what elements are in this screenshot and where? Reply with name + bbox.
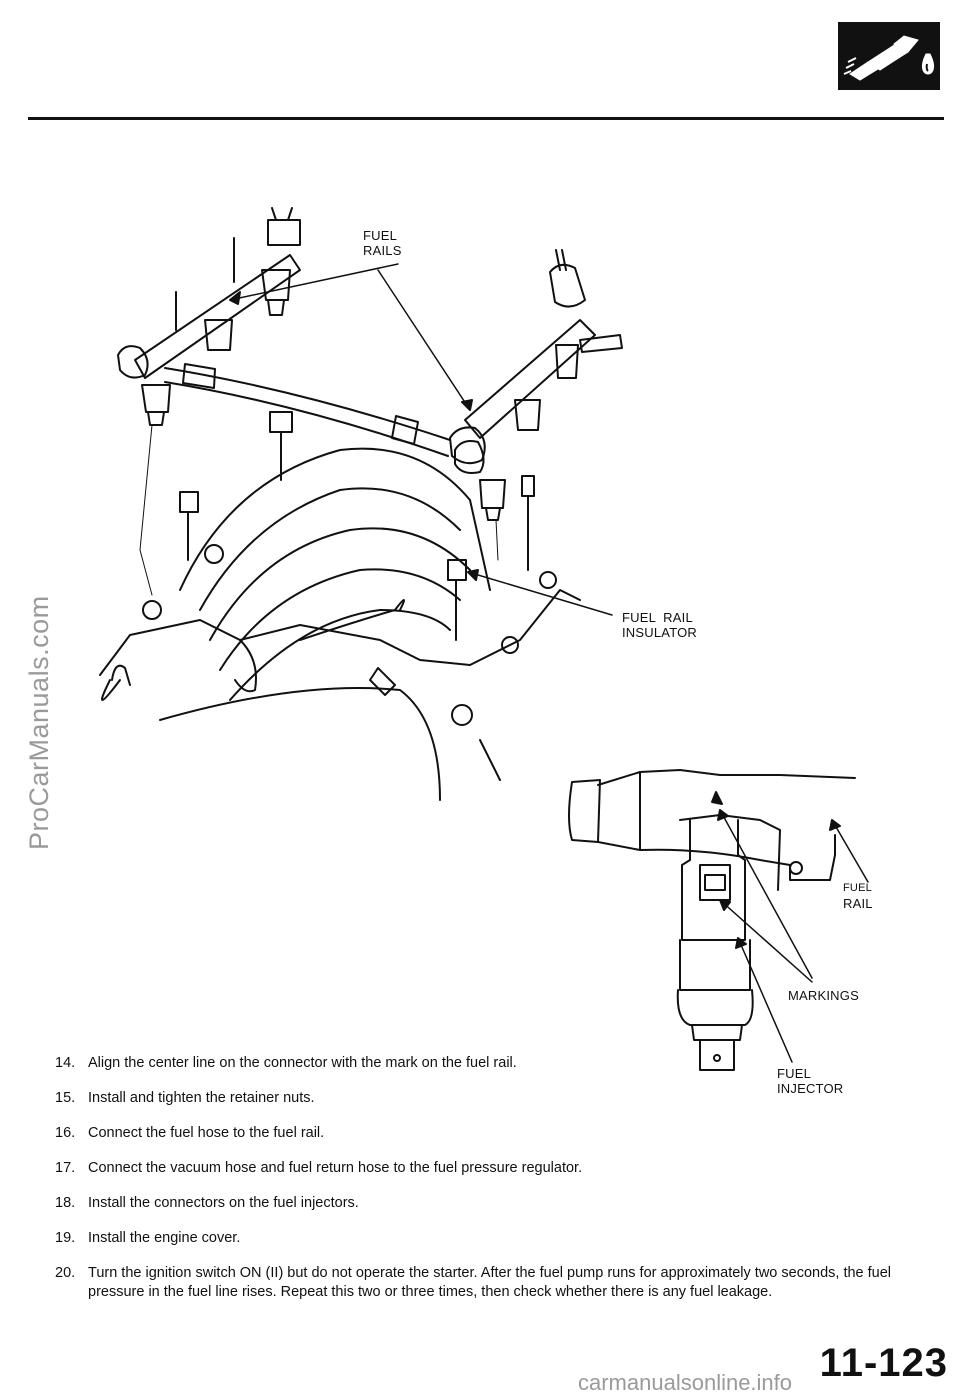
step-item: 15. Install and tighten the retainer nuts… (55, 1089, 945, 1108)
label-fuel-rail-line1: FUEL (843, 882, 872, 894)
fuel-rail-diagram (0, 120, 960, 1105)
label-fuel-injector: FUEL INJECTOR (777, 1066, 843, 1096)
step-text: Install the engine cover. (88, 1230, 241, 1246)
watermark-bottom: carmanualsonline.info (578, 1370, 793, 1395)
step-text: Turn the ignition switch ON (II) but do … (88, 1265, 892, 1300)
label-fuel-rails-line1: FUEL (363, 228, 398, 243)
step-number: 17. (55, 1160, 76, 1176)
step-text: Install and tighten the retainer nuts. (88, 1090, 315, 1106)
step-text: Connect the fuel hose to the fuel rail. (88, 1125, 325, 1141)
step-number: 20. (55, 1265, 76, 1281)
label-insulator-line1: FUEL RAIL (622, 610, 693, 625)
fuel-nozzle-icon (838, 22, 940, 90)
step-item: 18. Install the connectors on the fuel in… (55, 1194, 945, 1213)
label-markings: MARKINGS (788, 988, 859, 1003)
label-fuel-rail-insulator: FUEL RAIL INSULATOR (622, 610, 697, 640)
step-number: 14. (55, 1055, 76, 1071)
step-item: 16. Connect the fuel hose to the fuel rai… (55, 1124, 945, 1143)
step-number: 18. (55, 1195, 76, 1211)
engine-fuel-rail-illustration (99, 207, 869, 1071)
label-fuel-rail: FUEL RAIL (843, 881, 873, 911)
label-fuel-injector-line2: INJECTOR (777, 1081, 844, 1096)
header-rule (28, 117, 944, 120)
step-item: 14. Align the center line on the connecto… (55, 1054, 945, 1073)
label-fuel-rail-line2: RAIL (843, 896, 873, 911)
step-text: Align the center line on the connector w… (88, 1055, 517, 1071)
step-item: 19. Install the engine cover. (55, 1229, 945, 1248)
step-item: 17. Connect the vacuum hose and fuel retu… (55, 1159, 945, 1178)
step-number: 15. (55, 1090, 76, 1106)
label-insulator-line2: INSULATOR (622, 625, 698, 640)
label-fuel-injector-line1: FUEL (777, 1066, 812, 1081)
step-number: 19. (55, 1230, 76, 1246)
step-item: 20. Turn the ignition switch ON (II) but … (55, 1264, 945, 1302)
step-text: Connect the vacuum hose and fuel return … (88, 1160, 583, 1176)
label-fuel-rails-line2: RAILS (363, 243, 402, 258)
step-text: Install the connectors on the fuel injec… (88, 1195, 359, 1211)
page-number: 11-123 (819, 1341, 948, 1385)
label-fuel-rails: FUEL RAILS (363, 228, 402, 258)
procedure-steps: 14. Align the center line on the connecto… (55, 1054, 945, 1318)
step-number: 16. (55, 1125, 76, 1141)
